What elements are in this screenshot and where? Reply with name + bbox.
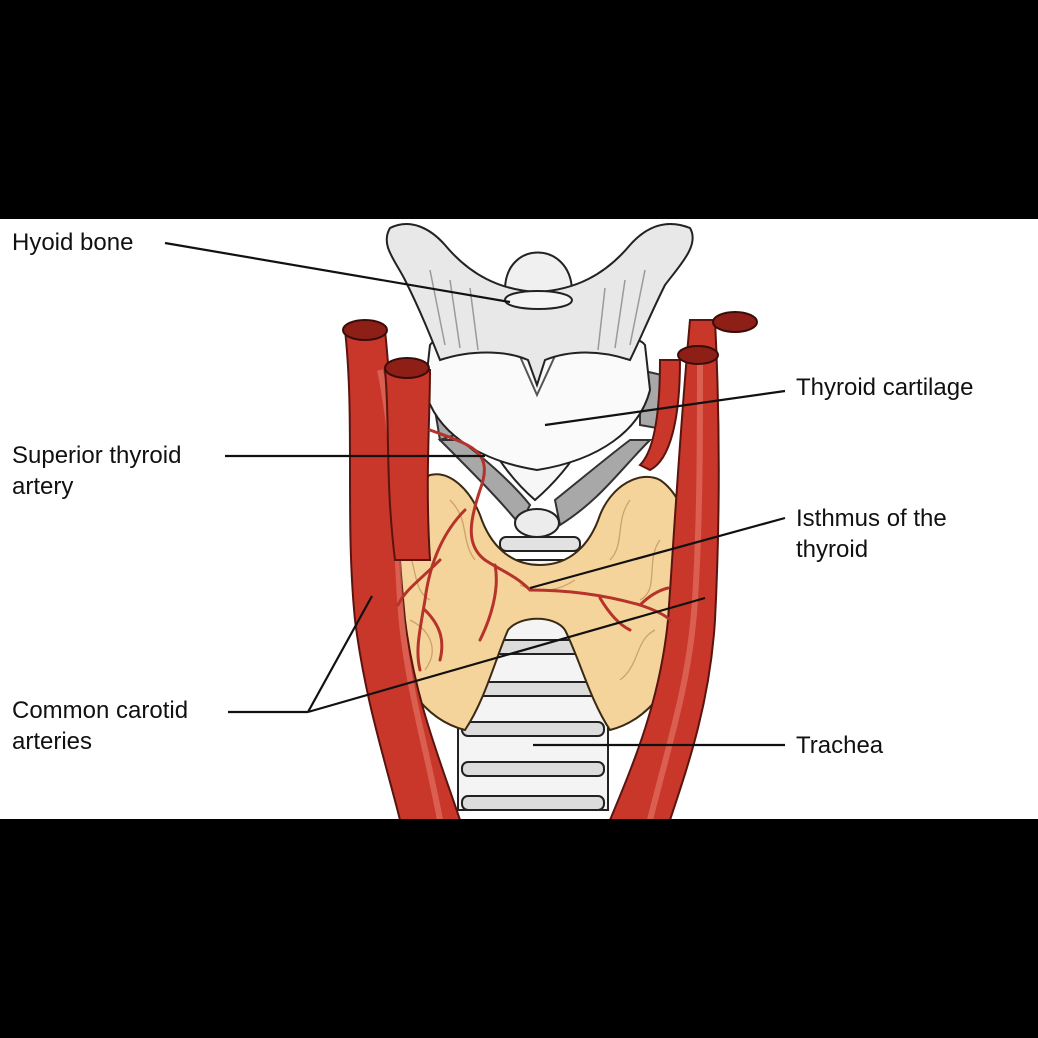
leader-line-carotid-right: [307, 596, 706, 714]
label-common-carotid-line1: Common carotid: [12, 697, 189, 724]
leader-line-hyoid: [164, 241, 511, 304]
leader-line-isthmus: [529, 516, 786, 590]
label-trachea: Trachea: [796, 732, 884, 759]
label-superior-thyroid-artery-line2: artery: [12, 473, 74, 500]
leader-line-thyroid-cartilage: [544, 389, 786, 427]
label-common-carotid-arteries: Common carotid arteries: [12, 695, 188, 757]
label-isthmus-of-the-thyroid: Isthmus of the thyroid: [796, 503, 947, 565]
label-superior-thyroid-artery-line1: Superior thyroid: [12, 442, 182, 469]
label-isthmus-line2: thyroid: [796, 536, 869, 563]
hyoid-texture-shape: [429, 269, 646, 351]
cricoid-ring-shape: [514, 508, 560, 538]
label-isthmus-line1: Isthmus of the: [796, 505, 947, 532]
label-hyoid-bone: Hyoid bone: [12, 229, 134, 256]
label-thyroid-cartilage: Thyroid cartilage: [796, 374, 974, 401]
label-common-carotid-line2: arteries: [12, 728, 93, 755]
label-superior-thyroid-artery: Superior thyroid artery: [12, 440, 181, 502]
thyroid-notch-shape: [514, 344, 561, 398]
hyoid-body-shape: [503, 290, 574, 310]
leader-line-carotid-left: [307, 595, 373, 713]
tracheal-ring-top-shape: [499, 536, 581, 552]
thyroid-gland-shape: [383, 473, 695, 732]
leader-lines: [164, 241, 786, 747]
superior-thyroid-artery-shape: [396, 428, 672, 672]
